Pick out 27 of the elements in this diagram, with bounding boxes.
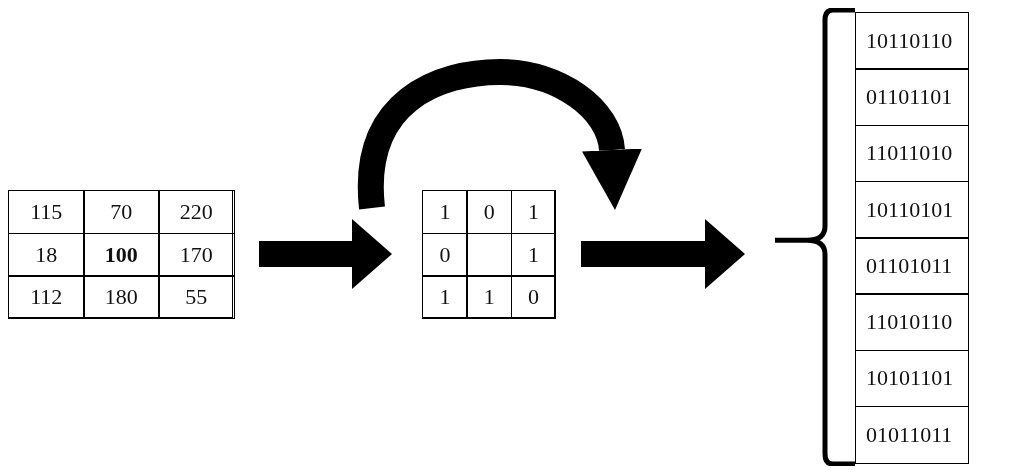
table-cell: 0 (422, 232, 468, 277)
table-cell: 18 (8, 232, 85, 277)
empty-cell (466, 232, 513, 277)
table-cell: 1 (510, 232, 557, 277)
table-cell: 10110110 (855, 12, 969, 70)
block-arrow (259, 219, 392, 289)
block-arrow (581, 219, 745, 289)
binary-grid (422, 190, 555, 318)
bit-string-list (775, 8, 967, 466)
table-cell: 112 (8, 275, 85, 320)
table-cell: 01101011 (855, 237, 969, 295)
table-cell: 01101101 (855, 68, 969, 126)
table-cell: 11010110 (855, 293, 969, 351)
table-cell: 1 (422, 275, 468, 320)
table-cell: 10110101 (855, 180, 969, 239)
table-cell: 0 (510, 275, 557, 320)
table-cell: 170 (158, 232, 235, 277)
table-cell: 70 (83, 190, 160, 235)
table-cell: 11011010 (855, 124, 969, 183)
table-cell: 1 (466, 275, 513, 320)
number-grid (8, 190, 233, 318)
table-cell: 10101101 (855, 349, 969, 408)
table-cell: 55 (158, 275, 235, 320)
table-cell: 100 (83, 232, 160, 277)
table-cell: 180 (83, 275, 160, 320)
table-cell: 220 (158, 190, 235, 235)
table-cell: 01011011 (855, 405, 969, 464)
